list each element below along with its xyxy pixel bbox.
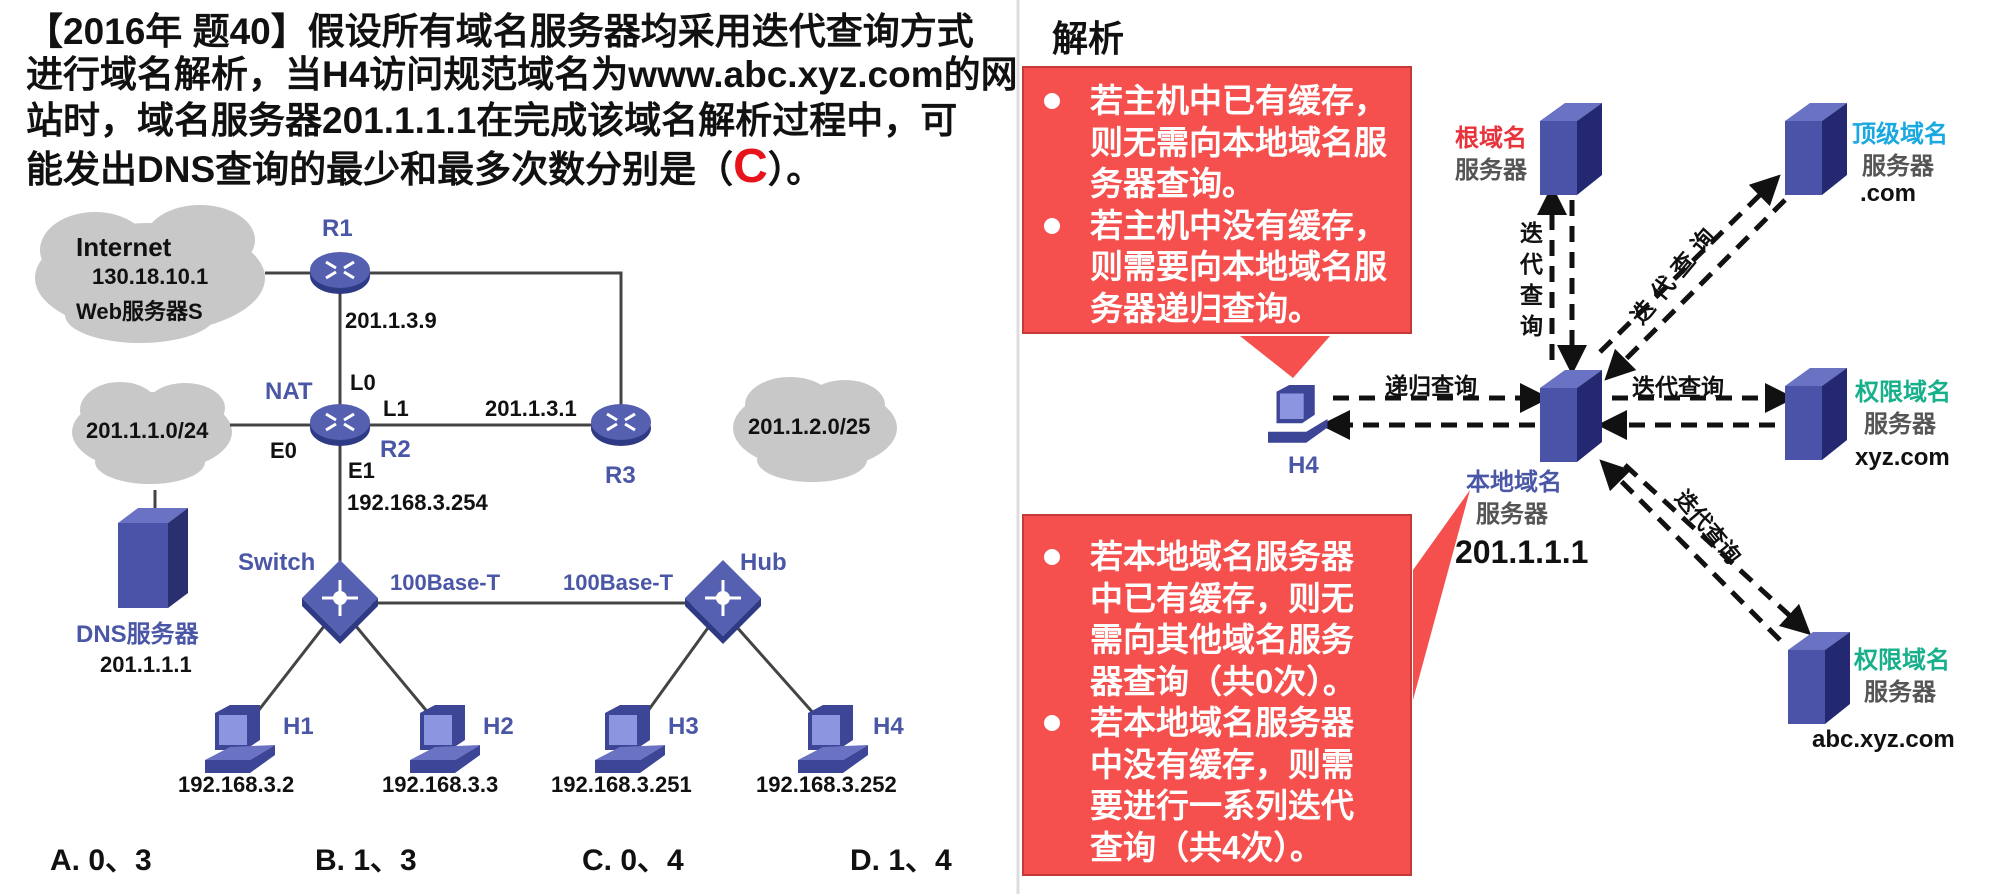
router-r3 xyxy=(589,402,653,448)
root-server-name: 根域名 xyxy=(1455,125,1527,152)
h2-ip: 192.168.3.3 xyxy=(382,772,499,797)
dns-server-ip: 201.1.1.1 xyxy=(100,652,192,677)
root-server-icon xyxy=(1540,103,1602,195)
question-tail: ）。 xyxy=(767,149,824,190)
auth1-server-sub: 服务器 xyxy=(1864,411,1936,438)
option-a[interactable]: A. 0、3 xyxy=(50,844,152,877)
internet-ip: 130.18.10.1 xyxy=(92,264,209,289)
internet-label: Internet xyxy=(76,232,172,262)
r1-ip: 201.1.3.9 xyxy=(345,308,437,333)
host-h3-icon xyxy=(595,705,665,773)
r2-label: R2 xyxy=(380,436,411,463)
net1-label: 201.1.1.0/24 xyxy=(86,418,209,443)
l1-label: L1 xyxy=(383,396,409,421)
h4-ip: 192.168.3.252 xyxy=(756,772,897,797)
answer: C xyxy=(733,140,768,193)
tld-server-sub: 服务器 xyxy=(1862,153,1934,180)
analysis-title: 解析 xyxy=(1052,18,1125,59)
iter-auth1-label: 迭代查询 xyxy=(1632,374,1724,400)
tld-server-name: 顶级域名 xyxy=(1852,121,1948,148)
host-h4-label: H4 xyxy=(1288,452,1319,479)
callout1-pointer xyxy=(1240,336,1330,378)
internet-cloud xyxy=(35,205,265,343)
local-server-name: 本地域名 xyxy=(1466,469,1562,496)
iter-root-label: 迭代查询 xyxy=(1520,220,1543,339)
local-server-ip: 201.1.1.1 xyxy=(1455,534,1589,570)
net2-label: 201.1.2.0/25 xyxy=(748,414,871,439)
host-h4-icon xyxy=(798,705,868,773)
auth2-server-name: 权限域名 xyxy=(1854,647,1950,674)
cloud-201-1-1-0 xyxy=(72,382,232,484)
auth1-server-icon xyxy=(1785,368,1847,460)
e0-label: E0 xyxy=(270,438,297,463)
auth1-server-name: 权限域名 xyxy=(1855,379,1951,406)
iter-auth2-label: 迭代查询 xyxy=(1669,485,1746,569)
router-r2 xyxy=(308,402,372,448)
tld-domain: .com xyxy=(1860,180,1917,207)
option-b[interactable]: B. 1、3 xyxy=(315,844,417,877)
router-r1 xyxy=(308,250,372,296)
callout-local-cache: 若本地域名服务器中已有缓存，则无需向其他域名服务器查询（共0次）。 若本地域名服… xyxy=(1022,514,1412,876)
h4-label: H4 xyxy=(873,713,904,740)
callout2-bullet-2: 若本地域名服务器中没有缓存，则需要进行一系列迭代查询（共4次）。 xyxy=(1044,702,1375,868)
h3-label: H3 xyxy=(668,713,699,740)
local-server-sub: 服务器 xyxy=(1476,501,1548,528)
h1-label: H1 xyxy=(283,713,314,740)
e1-ip: 192.168.3.254 xyxy=(347,490,488,515)
auth2-domain: abc.xyz.com xyxy=(1812,726,1955,753)
switch-label: Switch xyxy=(238,549,316,576)
dns-server-icon xyxy=(118,508,188,608)
cloud-201-1-2-0 xyxy=(733,377,897,482)
local-server-icon xyxy=(1540,370,1602,462)
r3-label: R3 xyxy=(605,462,636,489)
auth2-server-icon xyxy=(1788,632,1850,724)
host-h1-icon xyxy=(205,705,275,773)
link2-label: 100Base-T xyxy=(563,570,674,595)
r3-ip: 201.1.3.1 xyxy=(485,396,577,421)
question-line-3: 站时，域名服务器201.1.1.1在完成该域名解析过程中，可 xyxy=(26,100,958,141)
callout-host-cache: 若主机中已有缓存，则无需向本地域名服务器查询。 若主机中没有缓存，则需要向本地域… xyxy=(1022,66,1412,334)
question-line-4: 能发出DNS查询的最少和最多次数分别是（C）。 xyxy=(26,143,824,192)
h2-label: H2 xyxy=(483,713,514,740)
web-server-label: Web服务器S xyxy=(76,299,203,324)
iter-tld-label: 迭代查询 xyxy=(1625,217,1726,330)
nat-label: NAT xyxy=(265,378,313,405)
question-line-1: 【2016年 题40】假设所有域名服务器均采用迭代查询方式 xyxy=(26,11,974,52)
dns-server-label: DNS服务器 xyxy=(76,621,199,648)
callout1-bullet-1: 若主机中已有缓存，则无需向本地域名服务器查询。 xyxy=(1044,80,1390,205)
callout1-bullet-2: 若主机中没有缓存，则需要向本地域名服务器递归查询。 xyxy=(1044,205,1390,330)
h1-ip: 192.168.3.2 xyxy=(178,772,295,797)
l0-label: L0 xyxy=(350,370,376,395)
h3-ip: 192.168.3.251 xyxy=(551,772,692,797)
e1-label: E1 xyxy=(348,458,375,483)
auth2-server-sub: 服务器 xyxy=(1864,679,1936,706)
host-h4-computer-icon xyxy=(1268,385,1328,443)
option-c[interactable]: C. 0、4 xyxy=(582,844,684,877)
recursive-query-label: 递归查询 xyxy=(1385,373,1477,399)
callout2-bullet-1: 若本地域名服务器中已有缓存，则无需向其他域名服务器查询（共0次）。 xyxy=(1044,536,1375,702)
hub-label: Hub xyxy=(740,549,787,576)
question-line-2: 进行域名解析，当H4访问规范域名为www.abc.xyz.com的网 xyxy=(26,54,1018,95)
question-text: 能发出DNS查询的最少和最多次数分别是（ xyxy=(26,149,734,190)
option-d[interactable]: D. 1、4 xyxy=(850,844,952,877)
tld-server-icon xyxy=(1785,103,1847,195)
r1-label: R1 xyxy=(322,215,353,242)
auth1-domain: xyz.com xyxy=(1855,444,1950,471)
host-h2-icon xyxy=(410,705,480,773)
root-server-sub: 服务器 xyxy=(1455,157,1527,184)
callout2-pointer xyxy=(1413,490,1470,700)
link1-label: 100Base-T xyxy=(390,570,501,595)
network-diagram xyxy=(35,0,1020,894)
